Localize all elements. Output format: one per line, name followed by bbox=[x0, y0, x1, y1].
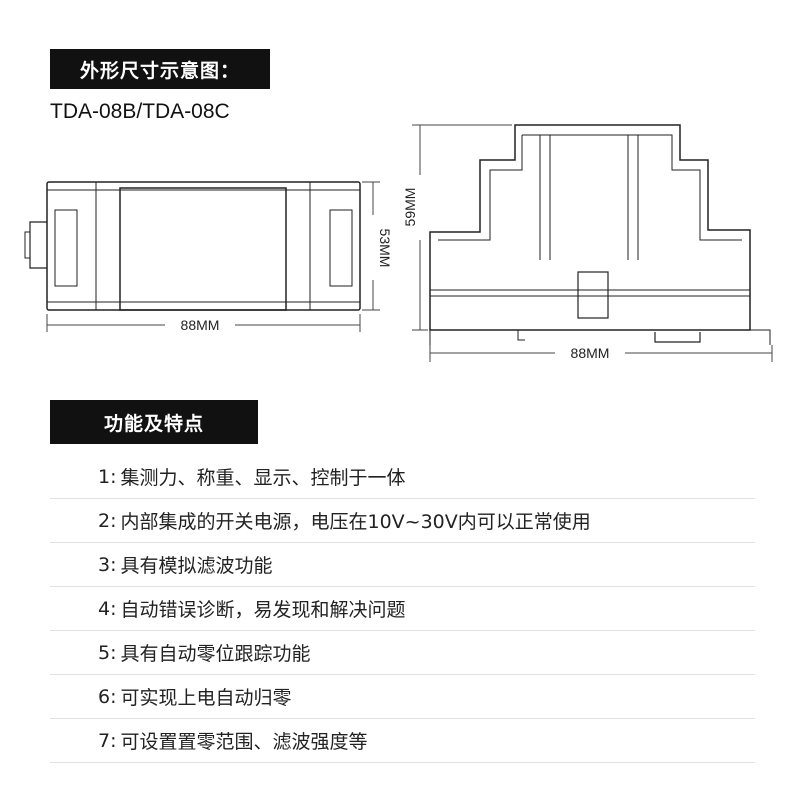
front-height-label: 53MM bbox=[377, 229, 393, 268]
list-item: 5: 具有自动零位跟踪功能 bbox=[50, 631, 755, 675]
item-text: 可实现上电自动归零 bbox=[120, 687, 292, 709]
section-header-dimensions: 外形尺寸示意图： bbox=[50, 49, 270, 89]
item-text: 具有模拟滤波功能 bbox=[120, 555, 273, 577]
list-item: 1: 集测力、称重、显示、控制于一体 bbox=[50, 455, 755, 499]
model-name: TDA-08B/TDA-08C bbox=[50, 100, 230, 123]
side-view bbox=[429, 124, 771, 345]
section-title: 外形尺寸示意图： bbox=[79, 59, 240, 82]
feature-list: 1: 集测力、称重、显示、控制于一体 2: 内部集成的开关电源，电压在10V~3… bbox=[50, 455, 755, 763]
item-number: 6: bbox=[98, 685, 117, 708]
item-number: 2: bbox=[98, 509, 117, 532]
front-view bbox=[24, 181, 361, 311]
item-text: 集测力、称重、显示、控制于一体 bbox=[120, 467, 406, 489]
side-width-label: 88MM bbox=[571, 345, 610, 361]
item-number: 5: bbox=[98, 641, 117, 664]
section-title: 功能及特点 bbox=[103, 412, 204, 435]
item-text: 自动错误诊断，易发现和解决问题 bbox=[120, 599, 406, 621]
side-dimension-lines bbox=[412, 124, 773, 362]
list-item: 6: 可实现上电自动归零 bbox=[50, 675, 755, 719]
side-height-label: 59MM bbox=[402, 188, 418, 227]
front-dimension-lines bbox=[46, 181, 380, 332]
item-number: 4: bbox=[98, 597, 117, 620]
front-width-label: 88MM bbox=[181, 317, 220, 333]
list-item: 7: 可设置置零范围、滤波强度等 bbox=[50, 719, 755, 763]
item-number: 7: bbox=[98, 729, 117, 752]
item-text: 内部集成的开关电源，电压在10V~30V内可以正常使用 bbox=[120, 511, 591, 533]
list-item: 2: 内部集成的开关电源，电压在10V~30V内可以正常使用 bbox=[50, 499, 755, 543]
list-item: 4: 自动错误诊断，易发现和解决问题 bbox=[50, 587, 755, 631]
list-item: 3: 具有模拟滤波功能 bbox=[50, 543, 755, 587]
item-text: 具有自动零位跟踪功能 bbox=[120, 643, 311, 665]
section-header-features: 功能及特点 bbox=[50, 400, 258, 444]
item-number: 1: bbox=[98, 465, 117, 488]
dimension-drawing: 88MM 53MM 59MM 88MM bbox=[24, 124, 773, 362]
item-number: 3: bbox=[98, 553, 117, 576]
item-text: 可设置置零范围、滤波强度等 bbox=[120, 731, 368, 753]
